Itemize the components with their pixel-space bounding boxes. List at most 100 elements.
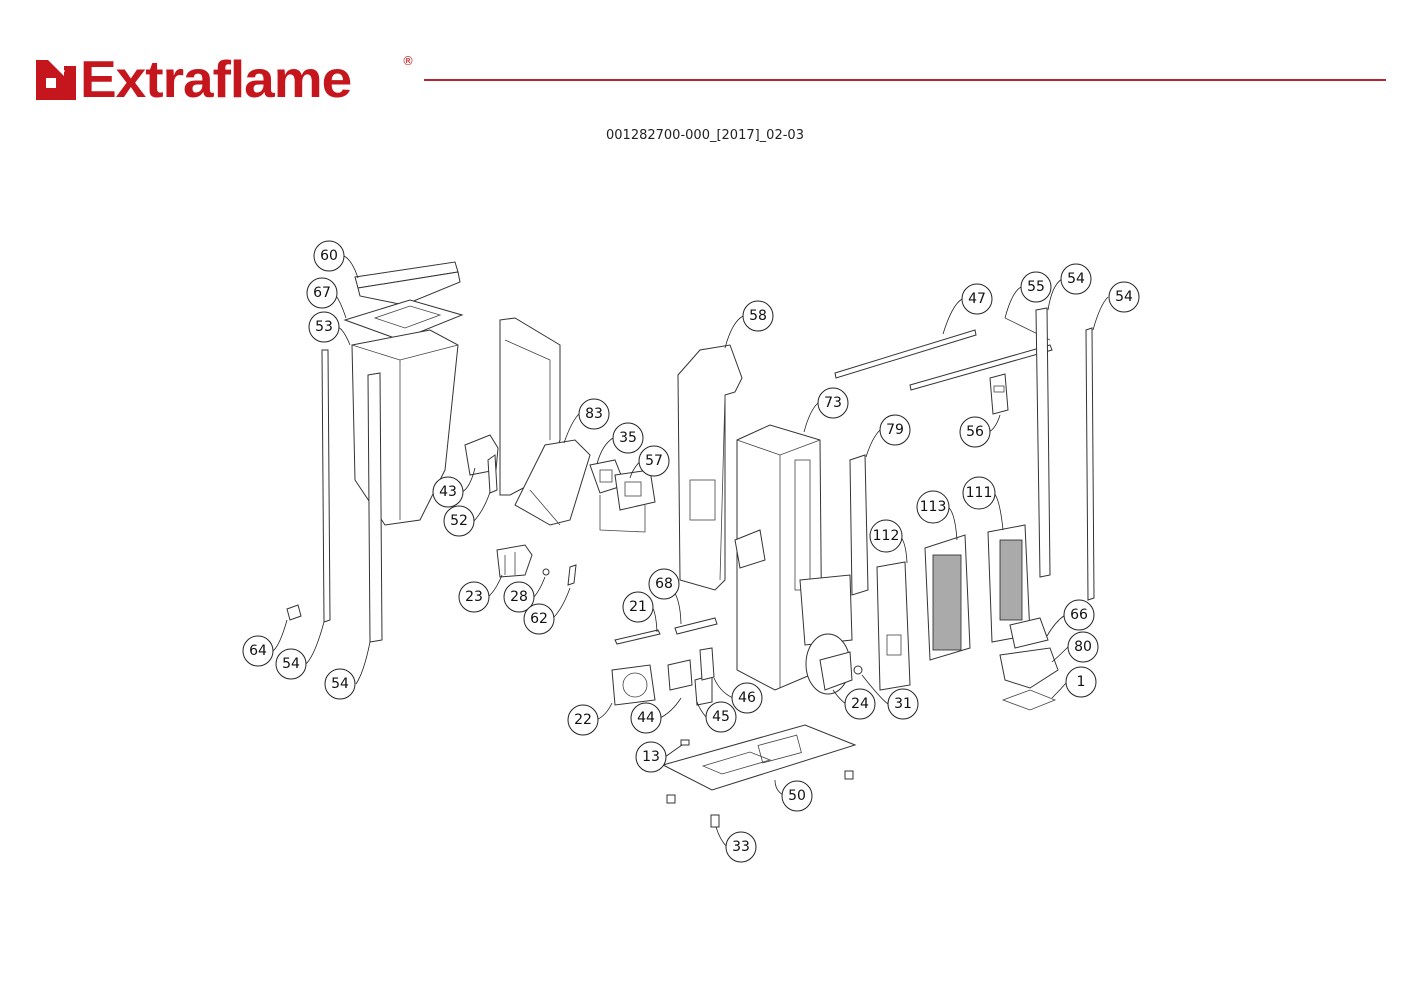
part-panel-79 [849,454,869,596]
callout-112: 112 [869,519,903,553]
callout-33: 33 [725,831,757,863]
part-bracket-66 [1009,617,1049,649]
callout-67: 67 [306,277,338,309]
callout-54-right-b: 54 [1108,281,1140,313]
part-grommet-31 [853,665,863,675]
registered-mark: ® [402,54,414,68]
svg-text:60: 60 [320,248,338,264]
callout-35: 35 [612,422,644,454]
svg-text:54: 54 [1115,289,1133,305]
svg-text:64: 64 [249,643,267,659]
callout-62: 62 [523,603,555,635]
callout-46: 46 [731,682,763,714]
part-heat-exchanger-113 [924,534,971,661]
callout-1: 1 [1065,666,1097,698]
callout-79: 79 [879,414,911,446]
callout-54-center: 54 [324,668,356,700]
part-clip-13 [680,739,690,746]
callout-58: 58 [742,300,774,332]
part-auger-83 [514,439,591,526]
svg-text:28: 28 [510,589,528,605]
header-rule [424,79,1386,81]
svg-text:62: 62 [530,611,548,627]
svg-text:80: 80 [1074,639,1092,655]
svg-text:58: 58 [749,308,767,324]
callout-24: 24 [844,688,876,720]
part-upright-54-center [367,372,383,643]
part-heat-exchanger-111 [987,524,1031,643]
callout-57: 57 [638,445,670,477]
callout-113: 113 [916,490,950,524]
svg-text:21: 21 [629,599,647,615]
callout-21: 21 [622,591,654,623]
svg-text:24: 24 [851,696,869,712]
callout-52: 52 [443,505,475,537]
part-bracket-46 [699,647,715,681]
document-code: 001282700-000_[2017]_02-03 [606,128,804,143]
callout-54-left: 54 [275,648,307,680]
callout-80: 80 [1067,631,1099,663]
part-upright-54-left [321,349,331,623]
leader-lines [272,255,1109,848]
svg-text:54: 54 [1067,271,1085,287]
svg-text:56: 56 [966,424,984,440]
part-rail-55 [909,317,1053,391]
part-base-50 [661,724,857,791]
part-rod-21 [614,629,661,645]
svg-text:83: 83 [585,406,603,422]
part-component-28 [542,568,550,576]
svg-text:33: 33 [732,839,750,855]
callout-28: 28 [503,581,535,613]
svg-text:50: 50 [788,788,806,804]
svg-text:54: 54 [282,656,300,672]
svg-text:44: 44 [637,710,655,726]
part-body-73 [734,424,853,691]
callout-64: 64 [242,635,274,667]
svg-text:53: 53 [315,319,333,335]
svg-text:112: 112 [873,528,900,544]
callout-50: 50 [781,780,813,812]
callout-45: 45 [705,701,737,733]
svg-text:23: 23 [465,589,483,605]
callout-66: 66 [1063,599,1095,631]
part-panel-112 [876,561,911,691]
callout-47: 47 [961,283,993,315]
svg-text:22: 22 [574,712,592,728]
svg-text:57: 57 [645,453,663,469]
svg-text:113: 113 [920,499,947,515]
svg-text:43: 43 [439,484,457,500]
part-upright-54-right-a [1035,307,1051,578]
part-rail-47 [834,329,977,379]
part-cover-56 [989,373,1009,415]
logo-mark-icon [36,56,76,100]
part-gasket-1 [1001,689,1057,711]
callout-22: 22 [567,704,599,736]
callout-31: 31 [887,688,919,720]
part-burn-pot-80 [999,647,1059,689]
part-motor-23 [496,544,533,578]
svg-text:13: 13 [642,749,660,765]
callout-60: 60 [313,240,345,272]
part-upright-54-right-b [1085,327,1095,601]
part-motor-22 [611,664,656,706]
brand-logo: Extraflame [34,49,352,108]
part-bracket-64 [286,604,302,621]
svg-text:55: 55 [1027,279,1045,295]
brand-name: Extraflame [80,49,352,108]
part-plate-57 [599,469,656,533]
callout-13: 13 [635,741,667,773]
svg-text:52: 52 [450,513,468,529]
callout-23: 23 [458,581,490,613]
svg-text:111: 111 [966,485,993,501]
svg-text:73: 73 [824,395,842,411]
svg-text:46: 46 [738,690,756,706]
part-bracket-44 [667,659,693,691]
callout-73: 73 [817,387,849,419]
part-side-panel-58 [677,344,743,591]
svg-text:1: 1 [1077,674,1086,690]
callout-43: 43 [432,476,464,508]
part-foot-33 [666,770,854,828]
part-top-plate-67 [343,299,464,341]
callout-111: 111 [962,476,996,510]
